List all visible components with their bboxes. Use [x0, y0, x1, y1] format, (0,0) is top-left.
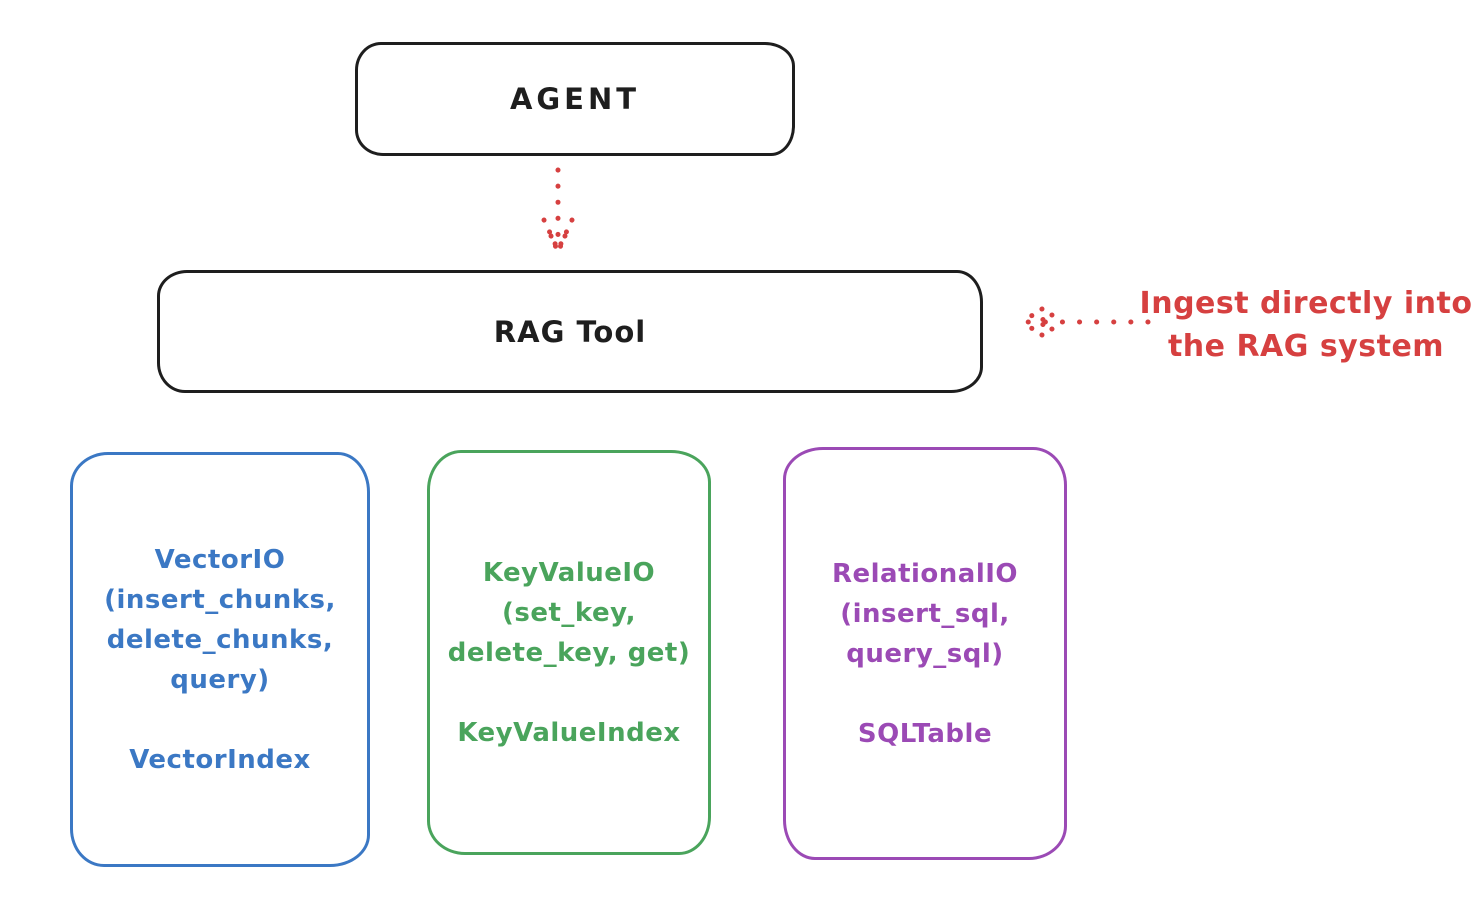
relational-io-label-line: RelationalIO — [831, 558, 1019, 589]
ingest-annotation-arrow — [1019, 306, 1151, 338]
keyvalue-io-label-line: KeyValueIO — [482, 557, 656, 588]
keyvalue-io-label-line: delete_key, get) — [447, 637, 691, 668]
rag-tool-node-label: RAG Tool — [493, 314, 647, 349]
keyvalue-io-label-line: (set_key, — [502, 597, 636, 628]
relational-io-node: RelationalIO (insert_sql, query_sql) SQL… — [783, 447, 1067, 860]
vector-io-label-line: VectorIO — [154, 544, 286, 575]
vector-io-label-line: (insert_chunks, — [104, 584, 336, 615]
ingest-annotation-line: the RAG system — [1167, 329, 1445, 364]
relational-io-label-line: (insert_sql, — [840, 598, 1010, 629]
rag-tool-node: RAG Tool — [157, 270, 983, 393]
vector-io-node: VectorIO (insert_chunks, delete_chunks, … — [70, 452, 370, 867]
keyvalue-index-label: KeyValueIndex — [457, 717, 681, 748]
agent-to-rag-arrow — [541, 167, 575, 255]
ingest-annotation: Ingest directly into the RAG system — [1138, 282, 1474, 368]
ingest-annotation-line: Ingest directly into — [1139, 286, 1473, 321]
vector-index-label: VectorIndex — [129, 744, 311, 775]
vector-io-label-line: delete_chunks, — [106, 624, 334, 655]
relational-io-label-line: query_sql) — [846, 638, 1004, 669]
sql-table-label: SQLTable — [857, 718, 993, 749]
keyvalue-io-node: KeyValueIO (set_key, delete_key, get) Ke… — [427, 450, 711, 855]
agent-node: AGENT — [355, 42, 795, 156]
vector-io-label-line: query) — [170, 664, 270, 695]
agent-node-label: AGENT — [509, 82, 641, 116]
